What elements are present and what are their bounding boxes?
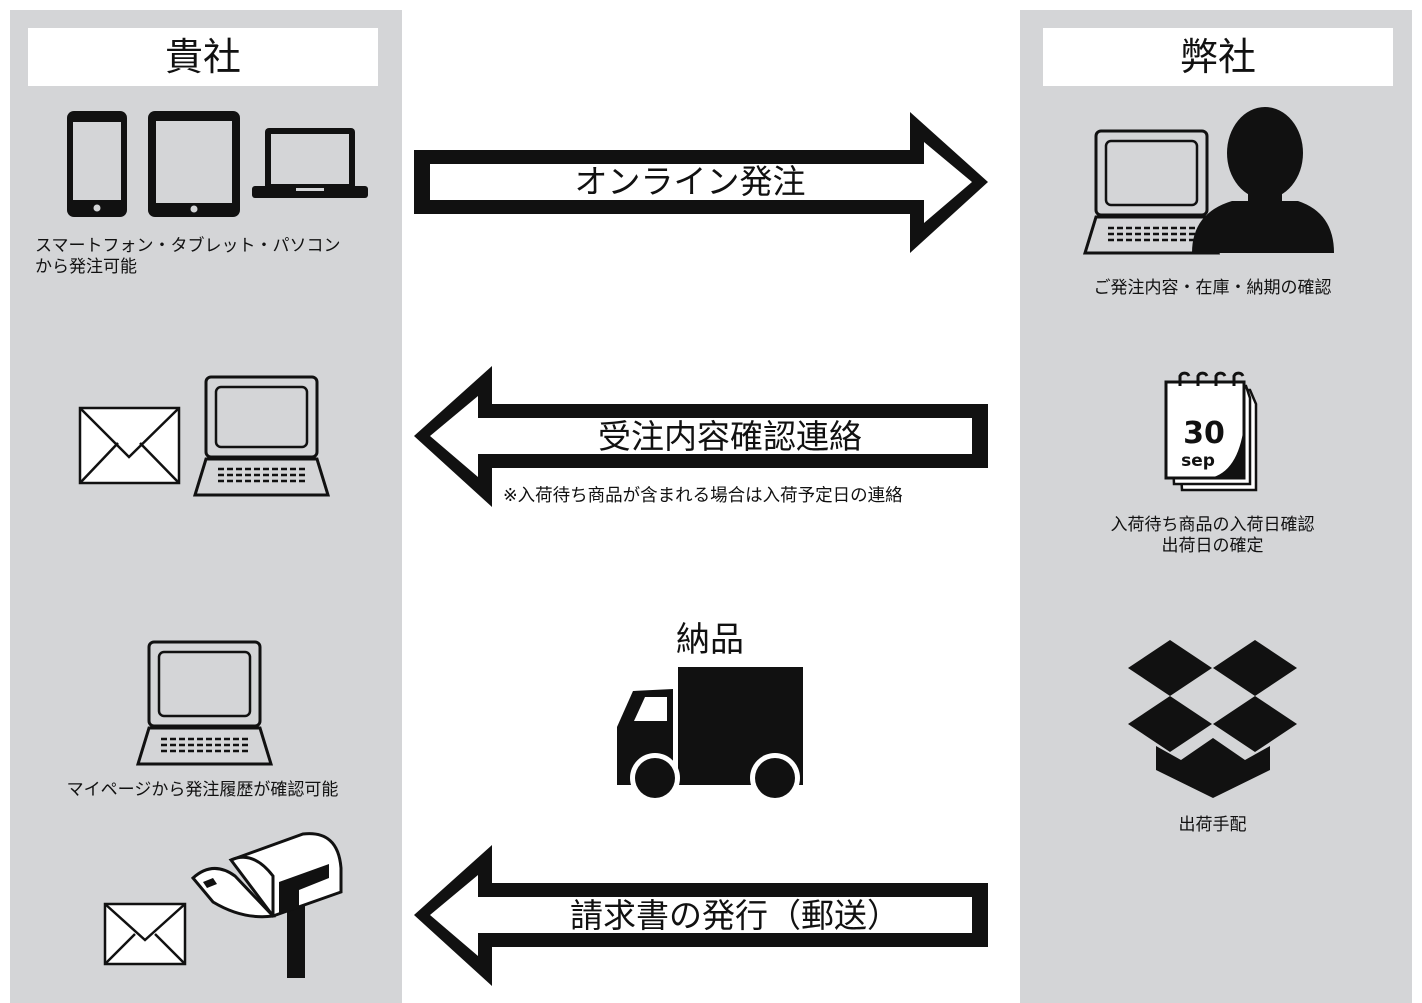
calendar-day: 30 bbox=[1183, 416, 1225, 451]
shipping-box-icon bbox=[1128, 640, 1297, 798]
order-note: ※入荷待ち商品が含まれる場合は入荷予定日の連絡 bbox=[503, 486, 903, 506]
mailbox-icon bbox=[103, 832, 343, 978]
order-confirmation-label: 受注内容確認連絡 bbox=[598, 417, 862, 456]
order-confirmation-arrow bbox=[414, 366, 988, 507]
online-order-arrow bbox=[414, 112, 988, 253]
devices-icon bbox=[67, 111, 368, 217]
company-panel bbox=[1020, 10, 1412, 1003]
staff-laptop-icon bbox=[1082, 107, 1334, 255]
email-laptop-icon bbox=[78, 375, 331, 497]
confirm-caption: ご発注内容・在庫・納期の確認 bbox=[1093, 278, 1332, 298]
schedule-caption-line2: 出荷日の確定 bbox=[1161, 536, 1264, 556]
online-order-label: オンライン発注 bbox=[574, 162, 806, 201]
calendar-icon: 30 sep bbox=[1164, 371, 1258, 492]
devices-caption-line1: スマートフォン・タブレット・パソコン bbox=[35, 236, 341, 256]
company-title: 弊社 bbox=[1043, 28, 1393, 86]
client-title: 貴社 bbox=[28, 28, 378, 86]
devices-caption-line2: から発注可能 bbox=[35, 257, 137, 277]
invoice-arrow bbox=[414, 845, 988, 986]
truck-icon bbox=[617, 667, 803, 803]
mypage-laptop-icon bbox=[135, 640, 274, 766]
invoice-label: 請求書の発行（郵送） bbox=[570, 896, 900, 935]
calendar-month: sep bbox=[1181, 451, 1215, 471]
schedule-caption-line1: 入荷待ち商品の入荷日確認 bbox=[1110, 515, 1315, 535]
shipping-caption: 出荷手配 bbox=[1178, 815, 1247, 835]
delivery-label: 納品 bbox=[676, 620, 744, 660]
mypage-caption: マイページから発注履歴が確認可能 bbox=[66, 780, 339, 800]
